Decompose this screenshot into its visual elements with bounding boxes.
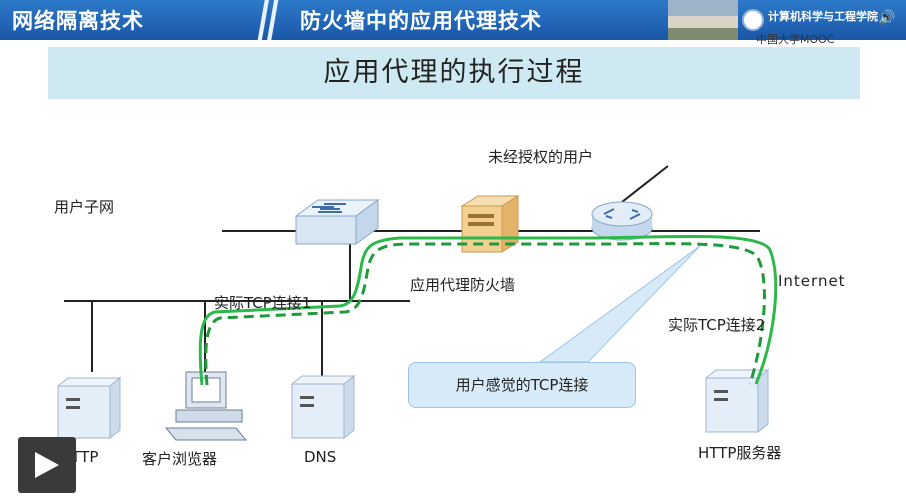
slide-title: 应用代理的执行过程 (323, 57, 585, 88)
label-user-subnet: 用户子网 (54, 198, 115, 216)
header-divider (248, 0, 288, 40)
callout-pointer (538, 245, 701, 363)
perceived-tcp-connection-path (204, 242, 766, 386)
actual-tcp-connection-2-path (488, 234, 778, 385)
mooc-watermark: 中国大学MOOC (756, 33, 835, 46)
play-icon (35, 452, 59, 478)
router-icon (591, 201, 653, 241)
label-internet: Internet (778, 272, 846, 290)
label-actual-tcp-2: 实际TCP连接2 (668, 316, 766, 334)
lecture-title: 防火墙中的应用代理技术 (300, 9, 542, 33)
slide-title-bar: 应用代理的执行过程 (48, 47, 860, 99)
switch-icon (294, 199, 380, 245)
label-client-browser: 客户浏览器 (142, 450, 218, 468)
label-unauthorized-user: 未经授权的用户 (488, 148, 594, 166)
volume-icon[interactable]: 🔊 (878, 10, 896, 26)
http-server-left-icon (56, 376, 122, 440)
label-dns: DNS (304, 448, 337, 466)
network-diagram (56, 165, 778, 441)
actual-tcp-connection-1-path (198, 236, 488, 386)
callout-text: 用户感觉的TCP连接 (455, 376, 589, 394)
label-actual-tcp-1: 实际TCP连接1 (214, 294, 312, 312)
course-title: 网络隔离技术 (12, 9, 144, 33)
perceived-tcp-callout: 用户感觉的TCP连接 (408, 362, 636, 408)
campus-photo (668, 0, 738, 40)
header-bar: 网络隔离技术 防火墙中的应用代理技术 计算机科学与工程学院 🔊 (0, 0, 906, 40)
play-button[interactable] (18, 437, 76, 493)
unauthorized-user-line (621, 165, 669, 203)
school-logo (742, 9, 764, 31)
school-name: 计算机科学与工程学院 (768, 10, 878, 23)
client-pc-icon (164, 371, 248, 441)
label-http-server-right: HTTP服务器 (698, 444, 782, 462)
dns-server-icon (290, 374, 356, 440)
label-proxy-firewall: 应用代理防火墙 (410, 276, 516, 294)
